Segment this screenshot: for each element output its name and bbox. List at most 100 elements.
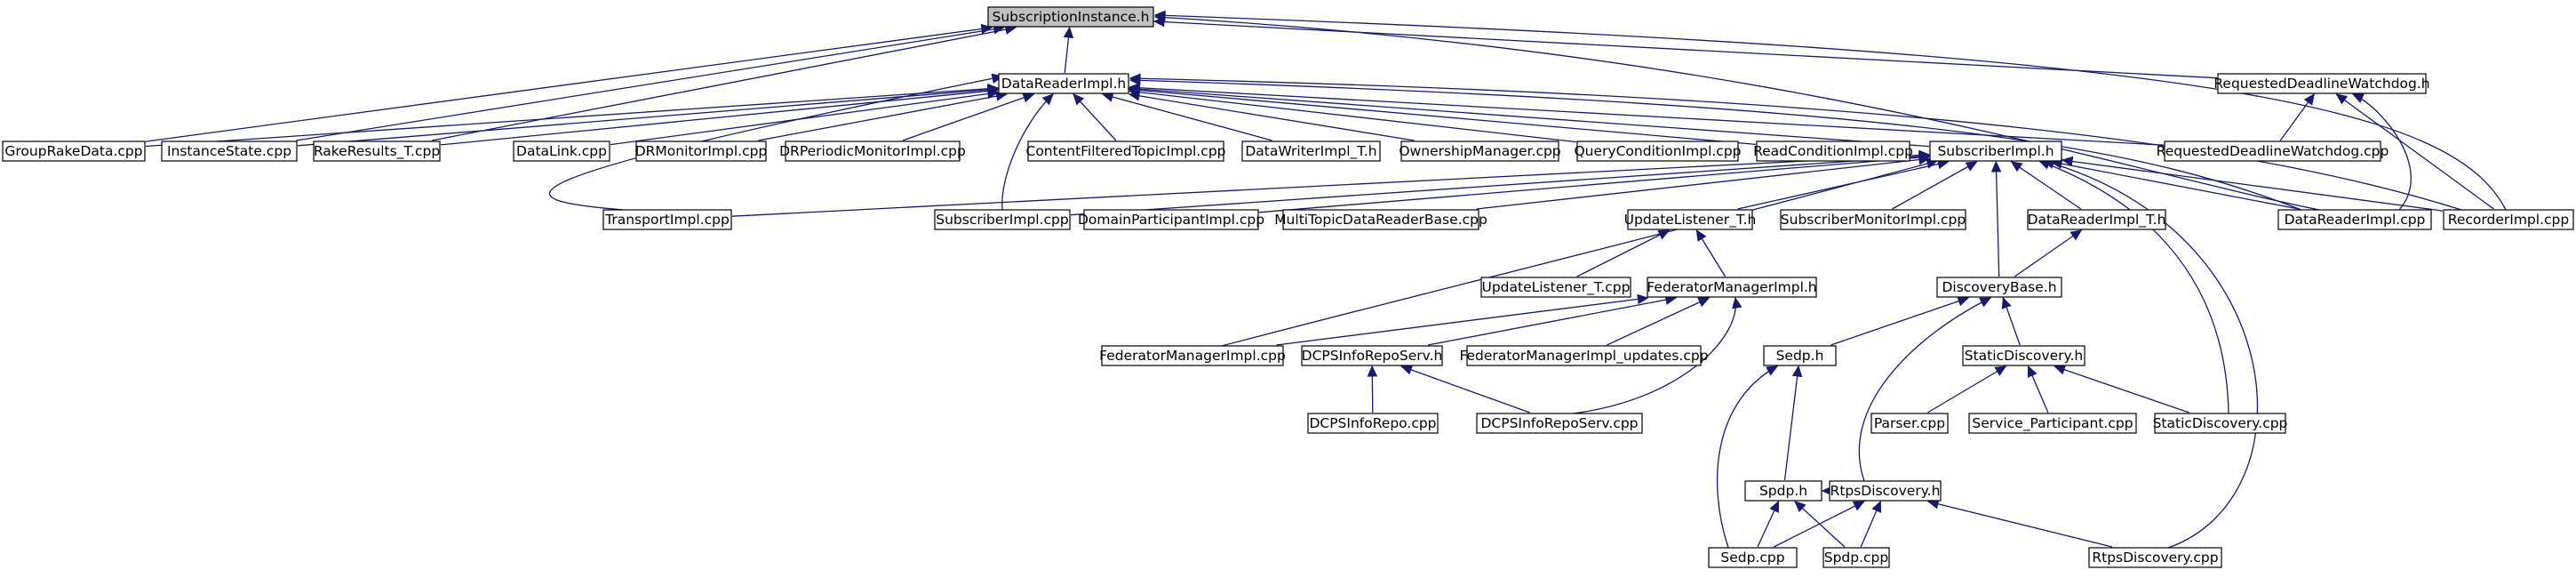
node-box (2154, 413, 2286, 434)
file-node[interactable]: Parser.cpp (1870, 413, 1949, 434)
file-node[interactable]: StaticDiscovery.cpp (2153, 413, 2288, 434)
file-node[interactable]: SubscriberImpl.cpp (934, 209, 1071, 230)
include-edge (1858, 297, 1992, 482)
file-node[interactable]: RequestedDeadlineWatchdog.h (2213, 73, 2430, 94)
node-box (1027, 140, 1224, 162)
file-node[interactable]: DRPeriodicMonitorImpl.cpp (779, 140, 966, 162)
node-label: ContentFilteredTopicImpl.cpp (1026, 143, 1226, 159)
include-edge (1258, 152, 1931, 213)
file-node[interactable]: QueryConditionImpl.cpp (1574, 140, 1742, 162)
file-node[interactable]: StaticDiscovery.h (1962, 345, 2086, 366)
file-node[interactable]: UpdateListener_T.cpp (1480, 277, 1631, 298)
include-edge (2335, 93, 2494, 210)
node-label: RequestedDeadlineWatchdog.h (2213, 76, 2429, 92)
node-label: DomainParticipantImpl.cpp (1078, 212, 1264, 228)
include-edge (2038, 159, 2229, 414)
node-label: Parser.cpp (1874, 415, 1945, 431)
file-node[interactable]: DomainParticipantImpl.cpp (1078, 209, 1264, 230)
include-edge (2027, 365, 2049, 413)
include-edge (2054, 365, 2189, 413)
file-node[interactable]: RakeResults_T.cpp (313, 140, 441, 162)
file-node[interactable]: UpdateListener_T.h (1624, 209, 1757, 230)
node-label: DCPSInfoRepoServ.h (1302, 348, 1443, 364)
node-box (1576, 140, 1739, 162)
file-node[interactable]: Spdp.cpp (1822, 547, 1890, 568)
include-edge (2014, 229, 2083, 277)
file-node[interactable]: RecorderImpl.cpp (2443, 209, 2574, 230)
file-node[interactable]: DataWriterImpl_T.h (1241, 140, 1381, 162)
file-node[interactable]: RequestedDeadlineWatchdog.cpp (2157, 140, 2389, 162)
node-label: DRPeriodicMonitorImpl.cpp (779, 143, 966, 159)
include-edge (1695, 229, 1727, 277)
file-node[interactable]: SubscriberMonitorImpl.cpp (1780, 209, 1966, 230)
file-node[interactable]: Sedp.h (1763, 345, 1837, 366)
file-node[interactable]: TransportImpl.cpp (602, 209, 732, 230)
node-box (2443, 209, 2574, 230)
file-node[interactable]: DataReaderImpl.h (998, 73, 1129, 94)
root-file-node[interactable]: SubscriptionInstance.h (987, 6, 1154, 28)
node-box (934, 209, 1071, 230)
node-box (1282, 209, 1479, 230)
file-node[interactable]: GroupRakeData.cpp (2, 140, 146, 162)
node-box (1756, 140, 1910, 162)
node-label: DataWriterImpl_T.h (1245, 143, 1376, 160)
file-node[interactable]: InstanceState.cpp (161, 140, 298, 162)
file-node[interactable]: DataLink.cpp (513, 140, 610, 162)
node-box (1929, 140, 2062, 162)
node-box (1870, 413, 1949, 434)
include-edge (2351, 93, 2412, 211)
node-label: Service_Participant.cpp (1972, 415, 2133, 432)
node-box (1936, 277, 2062, 298)
node-label: SubscriberImpl.h (1937, 143, 2054, 159)
include-edge (1400, 365, 1530, 413)
file-node[interactable]: ContentFilteredTopicImpl.cpp (1026, 140, 1226, 162)
node-label: FederatorManagerImpl_updates.cpp (1459, 348, 1708, 365)
file-node[interactable]: DiscoveryBase.h (1936, 277, 2062, 298)
node-label: OwnershipManager.cpp (1399, 143, 1560, 159)
file-node[interactable]: DataReaderImpl_T.h (2027, 209, 2166, 230)
file-node[interactable]: DCPSInfoRepoServ.h (1301, 345, 1443, 366)
node-label: GroupRakeData.cpp (4, 143, 142, 159)
file-node[interactable]: FederatorManagerImpl_updates.cpp (1459, 345, 1709, 366)
node-label: QueryConditionImpl.cpp (1574, 143, 1741, 159)
file-node[interactable]: RtpsDiscovery.h (1829, 480, 1942, 502)
file-node[interactable]: MultiTopicDataReaderBase.cpp (1274, 209, 1487, 230)
node-box (1822, 547, 1890, 568)
include-edge (1576, 229, 1671, 277)
node-label: MultiTopicDataReaderBase.cpp (1274, 212, 1487, 228)
node-label: RequestedDeadlineWatchdog.cpp (2157, 143, 2389, 159)
node-box (1744, 480, 1822, 502)
file-node[interactable]: DCPSInfoRepoServ.cpp (1476, 413, 1643, 434)
file-node[interactable]: DRMonitorImpl.cpp (635, 140, 768, 162)
file-node[interactable]: FederatorManagerImpl.h (1647, 277, 1817, 298)
file-node[interactable]: RtpsDiscovery.cpp (2088, 547, 2222, 568)
node-box (1307, 413, 1439, 434)
file-node[interactable]: FederatorManagerImpl.cpp (1099, 345, 1286, 366)
node-label: UpdateListener_T.cpp (1481, 279, 1630, 296)
node-box (1647, 277, 1817, 298)
node-label: DRMonitorImpl.cpp (635, 143, 768, 159)
node-box (1962, 345, 2086, 366)
include-edge (2010, 161, 2082, 210)
file-node[interactable]: Service_Participant.cpp (1968, 413, 2137, 434)
file-node[interactable]: OwnershipManager.cpp (1399, 140, 1561, 162)
node-box (1301, 345, 1443, 366)
file-node[interactable]: DCPSInfoRepo.cpp (1307, 413, 1439, 434)
include-edge (1073, 93, 1117, 141)
file-node[interactable]: DataReaderImpl.cpp (2277, 209, 2432, 230)
file-node[interactable]: SubscriberImpl.h (1929, 140, 2062, 162)
include-edge (2061, 156, 2444, 212)
file-node[interactable]: Spdp.h (1744, 480, 1822, 502)
node-box (1708, 547, 1798, 568)
include-edge (2001, 296, 2021, 346)
file-node[interactable]: ReadConditionImpl.cpp (1753, 140, 1913, 162)
node-label: DataLink.cpp (516, 143, 607, 159)
include-edge (1128, 84, 1757, 146)
node-label: StaticDiscovery.cpp (2153, 415, 2288, 431)
include-edge (1128, 83, 2165, 146)
node-label: SubscriptionInstance.h (993, 9, 1150, 25)
include-edge (2050, 158, 2300, 210)
node-box (513, 140, 610, 162)
file-node[interactable]: Sedp.cpp (1708, 547, 1798, 568)
